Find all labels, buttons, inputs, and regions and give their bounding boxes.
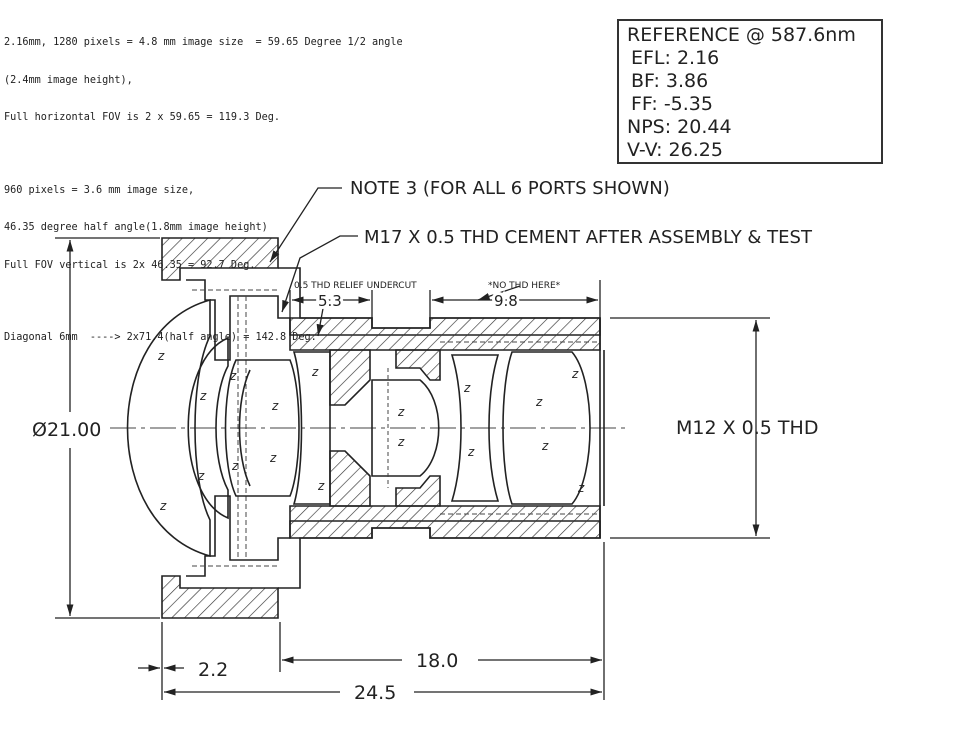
glass-mark: z xyxy=(197,469,205,483)
lens-7 xyxy=(450,354,500,502)
leaders xyxy=(55,187,770,700)
lens-5 xyxy=(292,351,331,505)
lens-elements xyxy=(126,298,591,558)
glass-mark: z xyxy=(271,399,279,413)
fov-notes: 2.16mm, 1280 pixels = 4.8 mm image size … xyxy=(4,12,403,370)
glass-mark: z xyxy=(317,479,325,493)
spacer-2-bottom xyxy=(395,475,441,507)
glass-mark: z xyxy=(541,439,549,453)
glass-mark: z xyxy=(157,349,165,363)
glass-mark: z xyxy=(229,369,237,383)
spacer-bottom xyxy=(329,450,371,507)
glass-mark: z xyxy=(397,405,405,419)
spacer-top xyxy=(329,349,371,406)
note-line: Full horizontal FOV is 2 x 59.65 = 119.3… xyxy=(4,112,281,123)
note3-leader xyxy=(269,187,342,263)
efl-value: EFL: 2.16 xyxy=(631,47,720,69)
reference-box: REFERENCE @ 587.6nm EFL: 2.16 BF: 3.86 F… xyxy=(617,19,883,164)
relief-label: 0.5 THD RELIEF UNDERCUT xyxy=(294,281,417,291)
vv-value: V-V: 26.25 xyxy=(627,139,723,161)
glass-mark: z xyxy=(231,459,239,473)
lens-1 xyxy=(126,298,211,558)
glass-mark: z xyxy=(159,499,167,513)
nps-value: NPS: 20.44 xyxy=(627,116,732,138)
glass-mark: z xyxy=(535,395,543,409)
glass-mark: z xyxy=(467,445,475,459)
note-line: 960 pixels = 3.6 mm image size, xyxy=(4,184,195,196)
lens-8 xyxy=(502,351,591,505)
lens-3 xyxy=(224,359,300,497)
glass-mark: z xyxy=(311,365,319,379)
glass-mark: z xyxy=(199,389,207,403)
glass-marks: z z z z z z z z z z z z z z z z z z xyxy=(157,349,585,513)
lens-2 xyxy=(187,336,229,520)
glass-mark: z xyxy=(577,481,585,495)
cement-leader xyxy=(281,235,358,313)
dim-9-8-label: 9.8 xyxy=(494,292,518,310)
note-line: 46.35 degree half angle(1.8mm image heig… xyxy=(4,222,268,233)
reference-title: REFERENCE @ 587.6nm xyxy=(627,24,856,46)
front-flange-bottom xyxy=(161,575,279,619)
bf-value: BF: 3.86 xyxy=(631,70,709,92)
dim-2-2-label: 2.2 xyxy=(198,659,228,681)
lens-4 xyxy=(238,369,251,487)
note-line: 2.16mm, 1280 pixels = 4.8 mm image size … xyxy=(4,37,403,48)
glass-mark: z xyxy=(397,435,405,449)
glass-mark: z xyxy=(571,367,579,381)
cement-label: M17 X 0.5 THD CEMENT AFTER ASSEMBLY & TE… xyxy=(364,227,813,248)
glass-mark: z xyxy=(269,451,277,465)
no-thd-label: *NO THD HERE* xyxy=(488,281,561,291)
dim-18-label: 18.0 xyxy=(416,650,458,672)
note3-label: NOTE 3 (FOR ALL 6 PORTS SHOWN) xyxy=(350,178,670,199)
rear-barrel-top xyxy=(289,317,601,351)
m12-label: M12 X 0.5 THD xyxy=(676,417,818,439)
dim-24-5-label: 24.5 xyxy=(354,682,396,704)
spacer-2-top xyxy=(395,349,441,381)
note-line: (2.4mm image height), xyxy=(4,74,133,86)
rear-barrel-bottom xyxy=(289,505,601,539)
dim-diameter-label: Ø21.00 xyxy=(32,419,101,441)
dim-5-3-label: 5.3 xyxy=(318,292,342,310)
lens-6 xyxy=(371,379,440,477)
front-flange-top xyxy=(161,237,279,281)
ff-value: FF: -5.35 xyxy=(631,93,713,115)
glass-mark: z xyxy=(463,381,471,395)
